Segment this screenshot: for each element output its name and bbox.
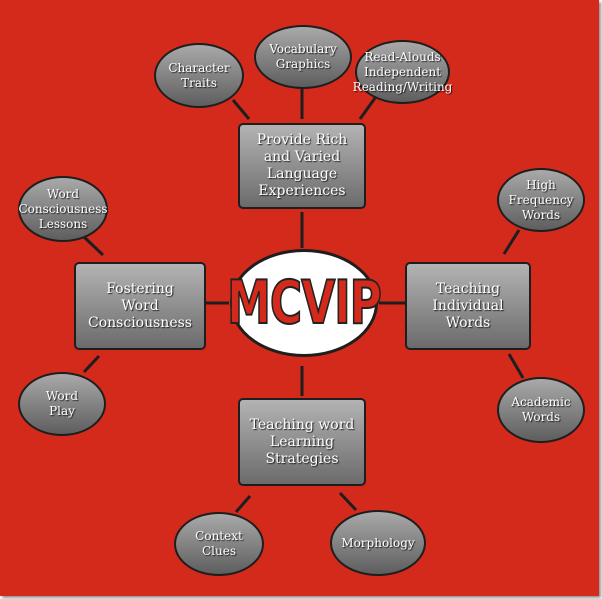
node-word-consciousness-lessons: Word Consciousness Lessons: [18, 176, 108, 242]
node-teaching-individual-words: Teaching Individual Words: [405, 262, 531, 350]
node-teaching-learning-strategies: Teaching word Learning Strategies: [238, 398, 366, 486]
center-mcvip-logo: MCVIP: [226, 249, 383, 357]
connector-character-traits: [231, 99, 251, 120]
connector-academic-words: [507, 353, 525, 379]
connector-read-alouds: [358, 97, 377, 120]
node-character-traits: Character Traits: [154, 43, 244, 108]
node-vocabulary-graphics: Vocabulary Graphics: [254, 25, 352, 89]
node-provide-rich-language: Provide Rich and Varied Language Experie…: [238, 123, 366, 209]
node-context-clues: Context Clues: [174, 512, 264, 576]
connector-context-clues: [234, 495, 252, 513]
node-fostering-word-consciousness: Fostering Word Consciousness: [74, 262, 206, 350]
node-academic-words: Academic Words: [497, 377, 585, 443]
connector-word-consciousness-lessons: [82, 235, 105, 257]
node-morphology: Morphology: [330, 510, 426, 576]
node-high-frequency-words: High Frequency Words: [497, 168, 585, 232]
center-label: MCVIP: [226, 268, 382, 339]
connector-high-frequency-words: [502, 229, 521, 255]
connector-word-play: [82, 354, 101, 374]
node-read-alouds: Read-Alouds Independent Reading/Writing: [353, 40, 452, 104]
node-word-play: Word Play: [18, 372, 106, 436]
connector-morphology: [338, 491, 358, 512]
